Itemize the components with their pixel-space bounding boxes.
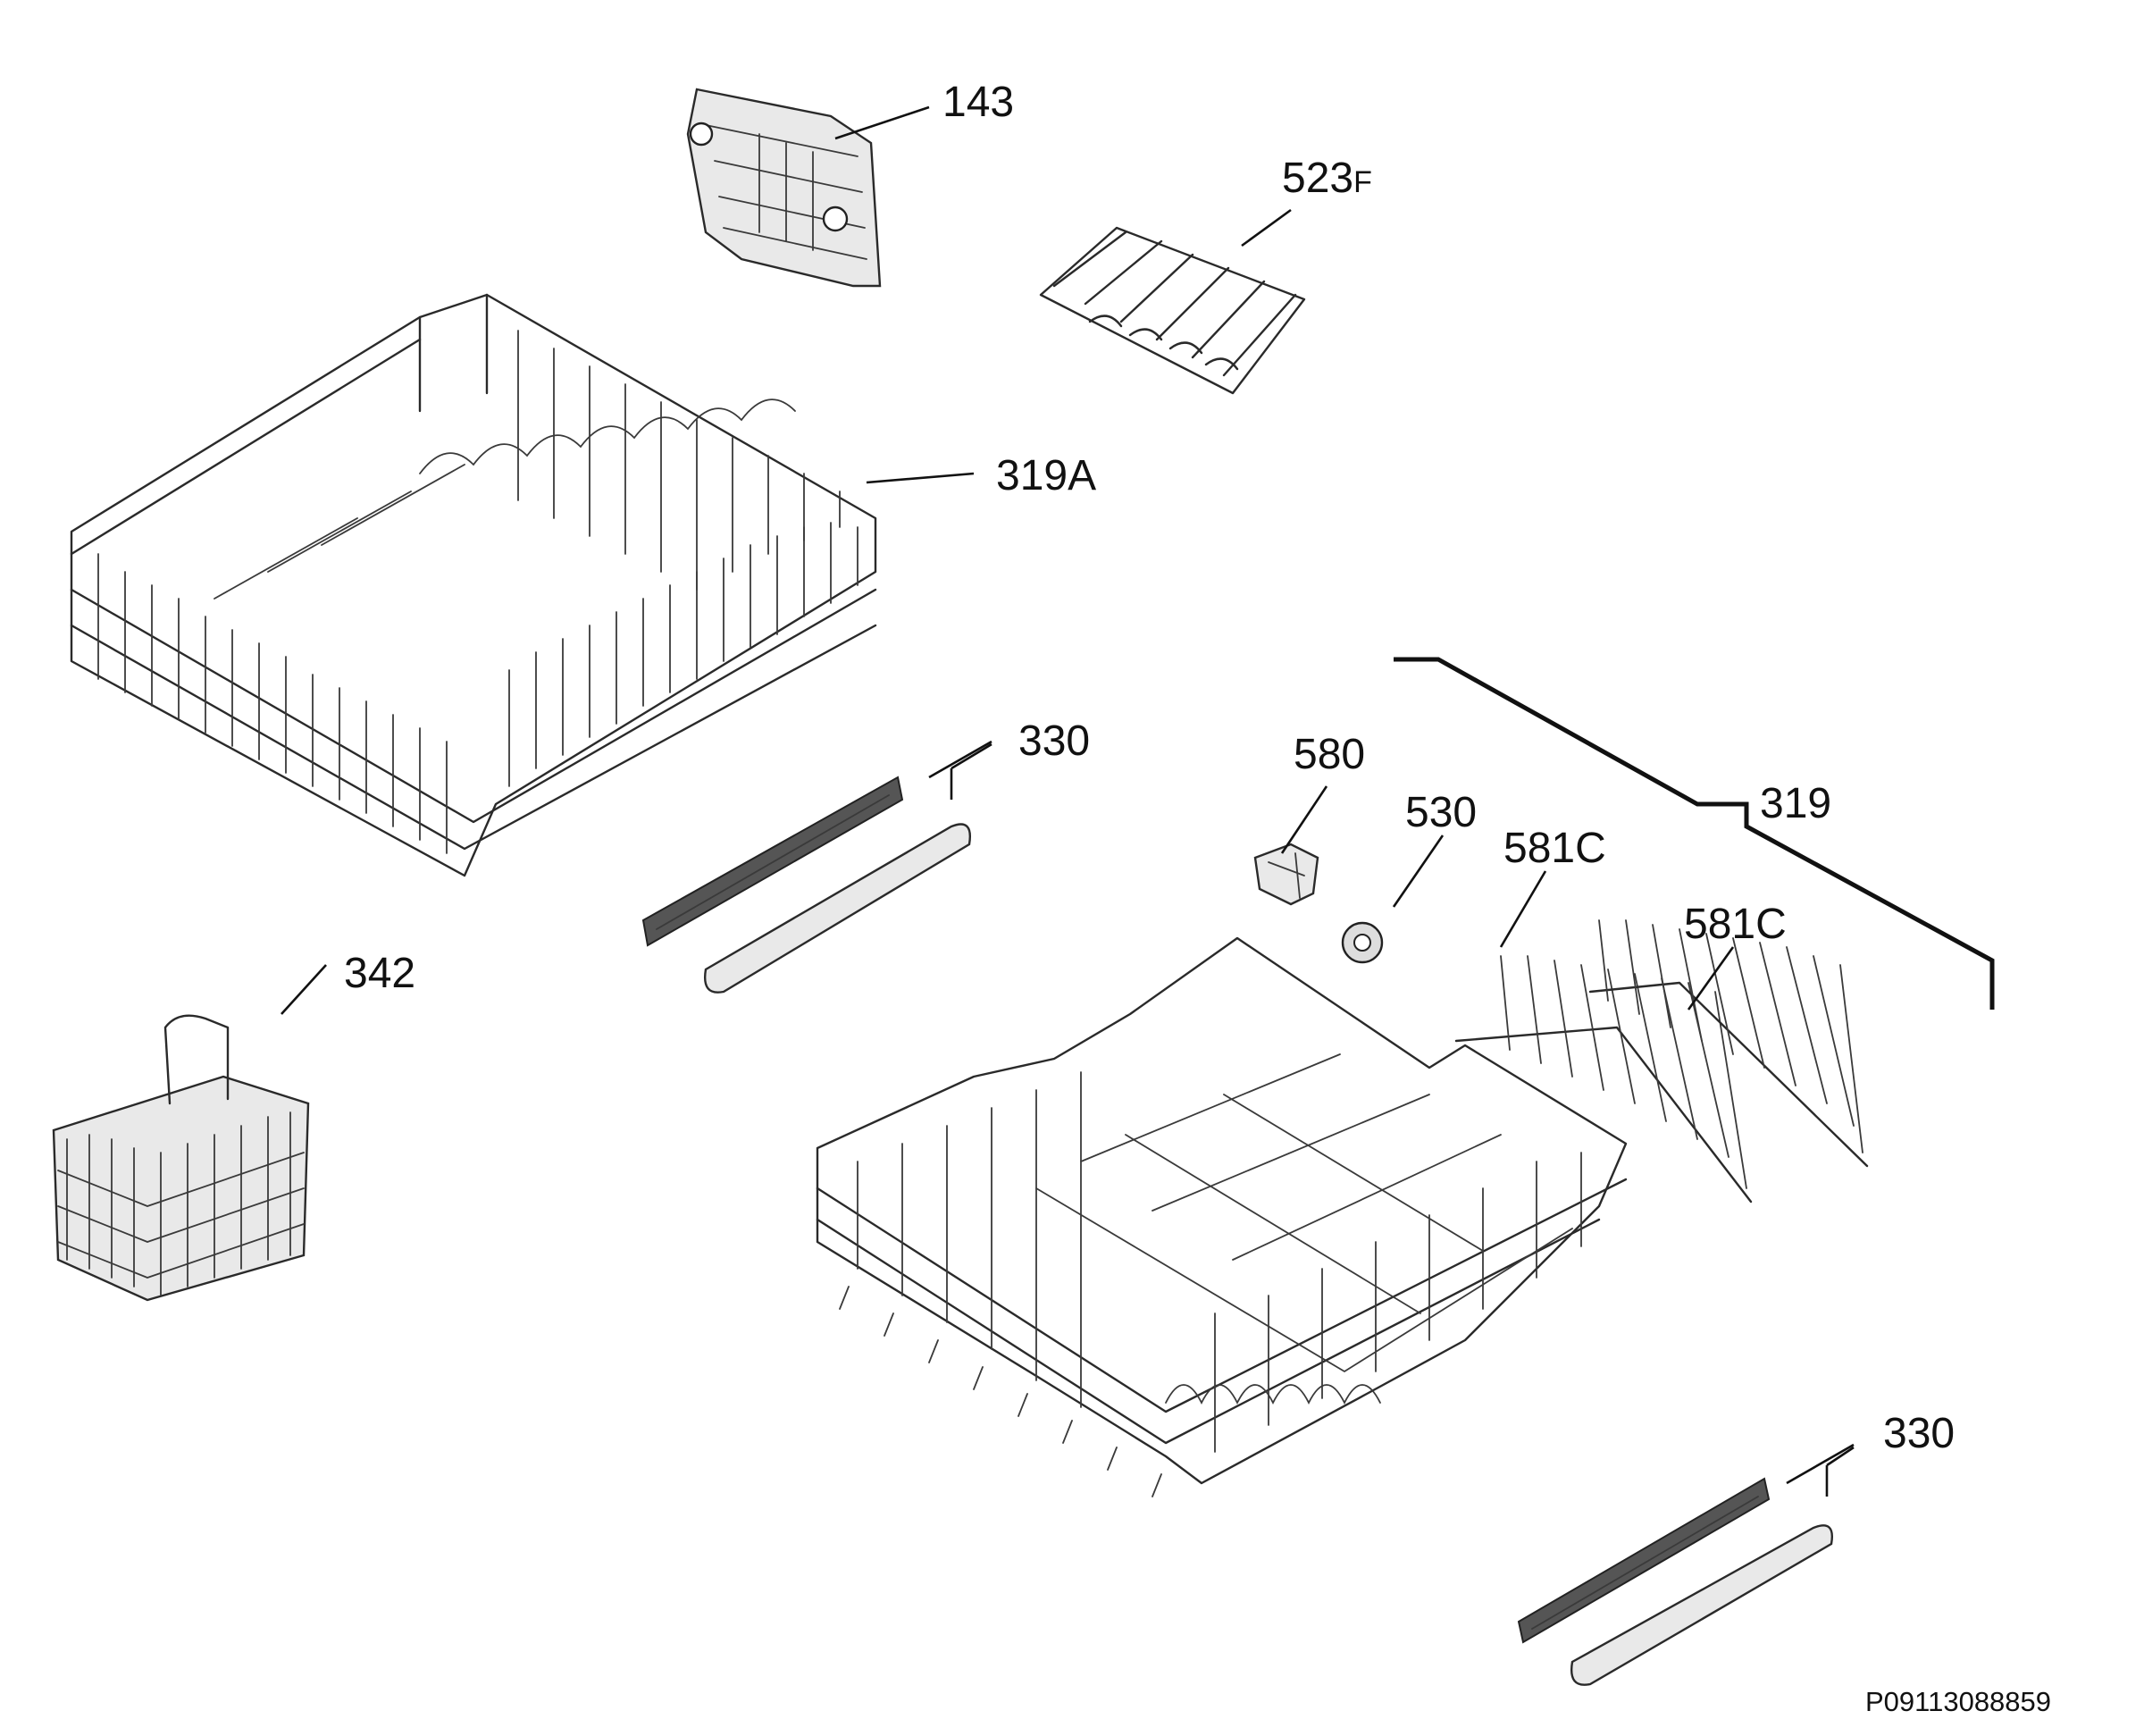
- callout-523f: 523F: [1282, 155, 1372, 202]
- callout-581c-right: 581C: [1684, 901, 1787, 948]
- part-342-cutlery-basket: [52, 964, 327, 1302]
- part-581c-left-tine-rack: [1454, 870, 1753, 1203]
- callout-580: 580: [1294, 731, 1365, 778]
- part-319-assembly-bracket: [1394, 657, 1995, 1010]
- part-lower-basket: [816, 936, 1628, 1497]
- part-581c-right-tine-rack: [1588, 919, 1869, 1168]
- callout-319: 319: [1760, 780, 1831, 827]
- callout-530: 530: [1405, 789, 1477, 836]
- callout-581c-left: 581C: [1503, 825, 1606, 872]
- part-580-clip: [1253, 785, 1328, 906]
- part-143-rack-bracket: [686, 88, 930, 288]
- callout-330-bottom: 330: [1883, 1410, 1955, 1457]
- document-id: P09113088859: [1865, 1686, 2051, 1717]
- callout-319a: 319A: [996, 452, 1096, 499]
- callout-330-top: 330: [1018, 717, 1090, 765]
- callout-523-suffix: F: [1353, 165, 1372, 199]
- part-523f-cup-shelf: [1039, 208, 1306, 395]
- part-330-top-rail: [641, 740, 992, 994]
- part-530-wheel: [1341, 834, 1445, 964]
- part-319a-upper-basket: [70, 293, 975, 877]
- callout-523-number: 523: [1282, 155, 1353, 202]
- part-330-bottom-rail: [1517, 1443, 1855, 1686]
- callout-342: 342: [344, 950, 415, 997]
- callout-143: 143: [942, 79, 1014, 126]
